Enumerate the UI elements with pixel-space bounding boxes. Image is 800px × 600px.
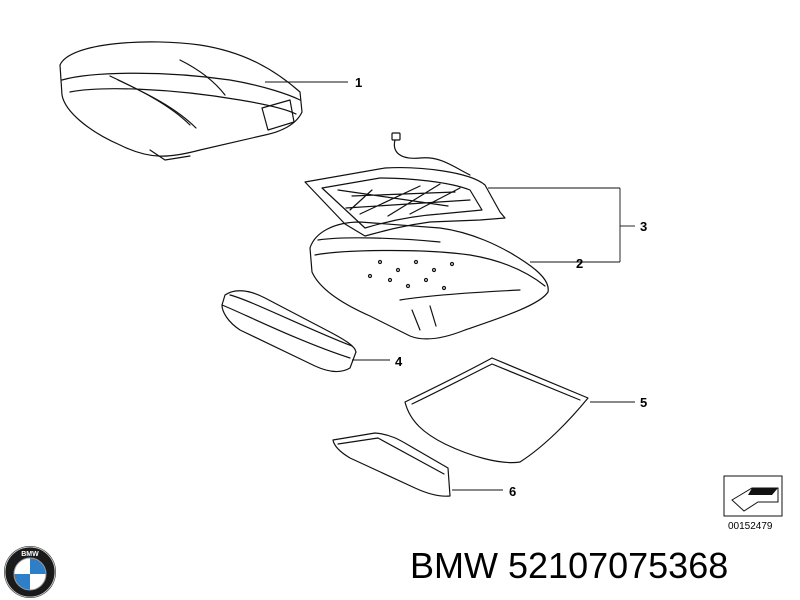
part-number: 52107075368	[508, 545, 729, 586]
callout-5: 5	[640, 395, 647, 410]
reference-box: 00152479	[723, 475, 783, 532]
svg-text:BMW: BMW	[21, 551, 39, 558]
callout-2: 2	[576, 256, 583, 271]
part-6-insert-strip	[332, 432, 451, 497]
part-5-flat-panel	[404, 357, 589, 464]
leader-lines	[265, 81, 635, 491]
bmw-logo: BMW	[4, 546, 56, 598]
callout-1: 1	[355, 75, 362, 90]
part-3-heating-mat	[304, 132, 506, 237]
part-1-seat-cover	[59, 41, 303, 161]
part-2-seat-cushion	[309, 221, 549, 340]
brand-name: BMW	[410, 545, 498, 586]
reference-code: 00152479	[728, 521, 773, 532]
callout-6: 6	[509, 484, 516, 499]
part-number-caption: BMW 52107075368	[410, 548, 728, 584]
callout-3: 3	[640, 219, 647, 234]
callout-4: 4	[395, 354, 403, 369]
part-4-front-pad	[221, 290, 357, 373]
